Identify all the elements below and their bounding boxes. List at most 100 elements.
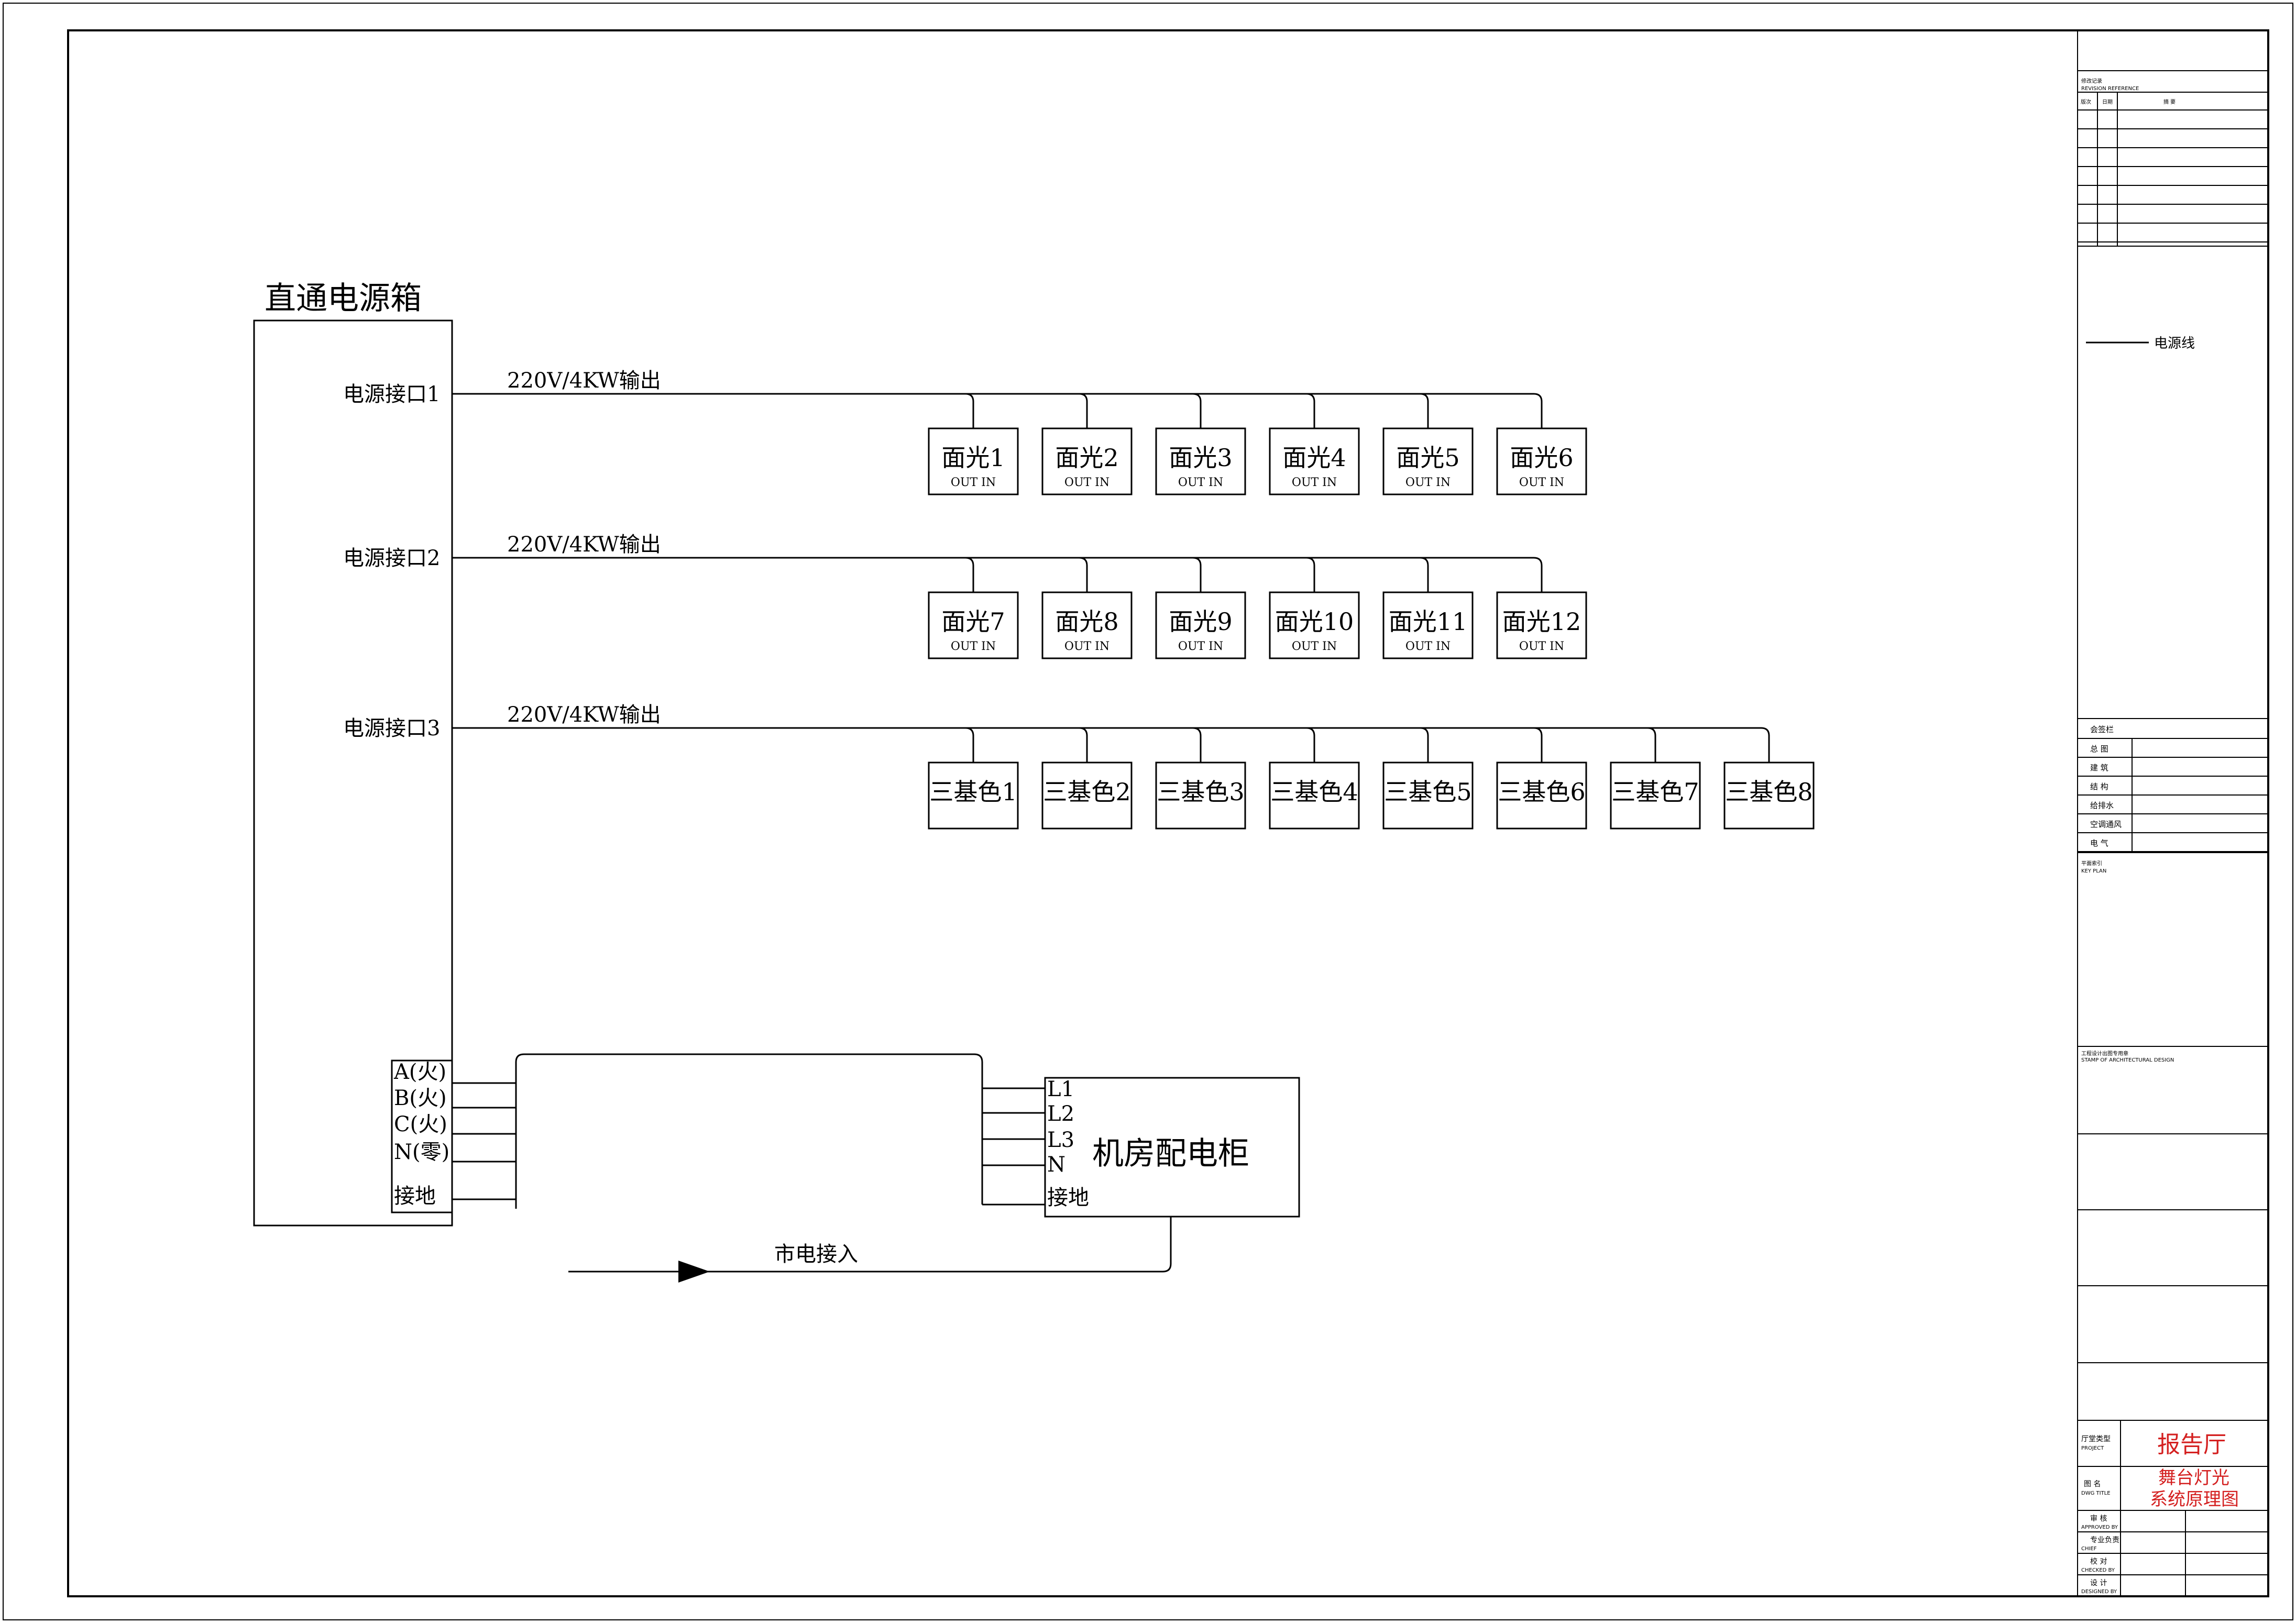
sign-row-label: 空调通风 (2090, 820, 2122, 829)
fixture-label: 三基色3 (1157, 778, 1244, 806)
drop-line (1420, 393, 1429, 428)
sign-row-label: 建 筑 (2090, 763, 2108, 772)
power-box-terminal-block (391, 1059, 453, 1213)
fixture-label: 三基色2 (1043, 778, 1130, 806)
port-output-label: 220V/4KW输出 (507, 369, 661, 393)
drawing-title-line-1: 舞台灯光 (2158, 1467, 2229, 1488)
fixture-box (1382, 591, 1474, 659)
fixture-port-label: OUT IN (1064, 476, 1109, 489)
drawing-title-label: 图 名 (2084, 1480, 2101, 1488)
sign-row-label: 给排水 (2090, 801, 2114, 810)
fixture-port-label: OUT IN (951, 476, 996, 489)
drop-line (965, 557, 974, 592)
fixture-box (1496, 427, 1587, 495)
fixture-box (1382, 427, 1474, 495)
fixture-label: 三基色5 (1384, 778, 1471, 806)
fixture-port-label: OUT IN (1292, 476, 1337, 489)
key-plan-label: 平面索引 (2081, 860, 2102, 867)
fixture-box (1155, 427, 1246, 495)
power-port-label: 电源接口2 (343, 546, 440, 570)
drop-line (965, 727, 974, 763)
fixture-box (1610, 761, 1701, 830)
fixture-port-label: OUT IN (1519, 476, 1564, 489)
fixture-box (1496, 761, 1587, 830)
fixture-port-label: OUT IN (1178, 640, 1223, 653)
fixture-label: 三基色1 (929, 778, 1017, 806)
fixture-box (928, 761, 1019, 830)
mains-label: 市电接入 (774, 1242, 858, 1266)
fixture-box (1155, 761, 1246, 830)
title-block: 修改记录 REVISION REFERENCE 版次 日期 摘 要 电源线 会签… (2077, 30, 2268, 1596)
role-label: 专业负责 (2090, 1536, 2119, 1544)
cabinet-terminal-label: 接地 (1047, 1186, 1089, 1210)
fixture-box (1382, 761, 1474, 830)
sign-row-label: 结 构 (2090, 782, 2108, 791)
power-line (452, 393, 1543, 428)
fixture-label: 面光7 (941, 608, 1005, 636)
fixture-port-label: OUT IN (951, 640, 996, 653)
power-line (452, 727, 1770, 763)
fixture-box (928, 591, 1019, 659)
date-column-header: 日期 (2102, 99, 2113, 105)
fixture-box (1155, 591, 1246, 659)
drop-line (1192, 727, 1202, 763)
fixture-box (1269, 427, 1360, 495)
fixture-label: 面光12 (1502, 608, 1581, 636)
role-label-en: DESIGNED BY (2081, 1589, 2117, 1595)
key-plan-label-en: KEY PLAN (2081, 868, 2106, 874)
fixture-port-label: OUT IN (1064, 640, 1109, 653)
revision-title-en: REVISION REFERENCE (2081, 86, 2139, 92)
drop-line (1079, 727, 1088, 763)
fixture-label: 三基色6 (1498, 778, 1585, 806)
drop-line (1533, 727, 1543, 763)
power-box-terminals: A(火)B(火)C(火)N(零)接地 (393, 1060, 516, 1208)
cabinet-terminal-label: L3 (1047, 1128, 1074, 1152)
port-output-label: 220V/4KW输出 (507, 533, 661, 557)
project-label-en: PROJECT (2081, 1445, 2104, 1451)
project-label: 厅堂类型 (2081, 1435, 2111, 1443)
fixture-label: 面光3 (1169, 444, 1232, 472)
fixture-label: 三基色7 (1611, 778, 1699, 806)
drawing-title-label-en: DWG TITLE (2081, 1490, 2111, 1496)
cabinet-title: 机房配电柜 (1092, 1135, 1249, 1172)
role-label-en: CHECKED BY (2081, 1567, 2115, 1573)
fixture-box (1269, 761, 1360, 830)
drop-line (1192, 393, 1202, 428)
drop-line (1306, 557, 1315, 592)
role-label: 设 计 (2090, 1579, 2107, 1587)
fixture-box (928, 427, 1019, 495)
feeder-cable (515, 1053, 983, 1209)
fixture-label: 面光9 (1169, 608, 1232, 636)
drop-line (1079, 393, 1088, 428)
drop-line (1192, 557, 1202, 592)
stamp-label: 工程设计出图专用章 (2081, 1050, 2128, 1057)
port-output-label: 220V/4KW输出 (507, 703, 661, 727)
power-port-label: 电源接口1 (343, 382, 440, 406)
fixture-box (1496, 591, 1587, 659)
power-box-terminal-label: 接地 (394, 1184, 436, 1208)
fixture-port-label: OUT IN (1178, 476, 1223, 489)
inner-border (67, 29, 2269, 1597)
cabinet-terminal-label: L2 (1047, 1102, 1074, 1126)
drop-line (1420, 557, 1429, 592)
fixture-label: 面光11 (1389, 608, 1468, 636)
drop-line (1306, 393, 1315, 428)
fixture-box (1723, 761, 1815, 830)
sign-title: 会签栏 (2090, 725, 2114, 734)
fixture-label: 面光8 (1055, 608, 1118, 636)
fixture-box (1041, 591, 1133, 659)
fixture-label: 面光4 (1282, 444, 1346, 472)
fixture-port-label: OUT IN (1519, 640, 1564, 653)
drop-line (1306, 727, 1315, 763)
role-label-en: APPROVED BY (2081, 1525, 2118, 1530)
fixture-box (1269, 591, 1360, 659)
fixture-box (1041, 761, 1133, 830)
outer-border (3, 3, 2293, 1620)
legend-label: 电源线 (2154, 336, 2195, 351)
fixture-label: 面光2 (1055, 444, 1118, 472)
drop-line (965, 393, 974, 428)
power-port-label: 电源接口3 (343, 716, 440, 741)
sign-row-label: 总 图 (2090, 744, 2108, 754)
